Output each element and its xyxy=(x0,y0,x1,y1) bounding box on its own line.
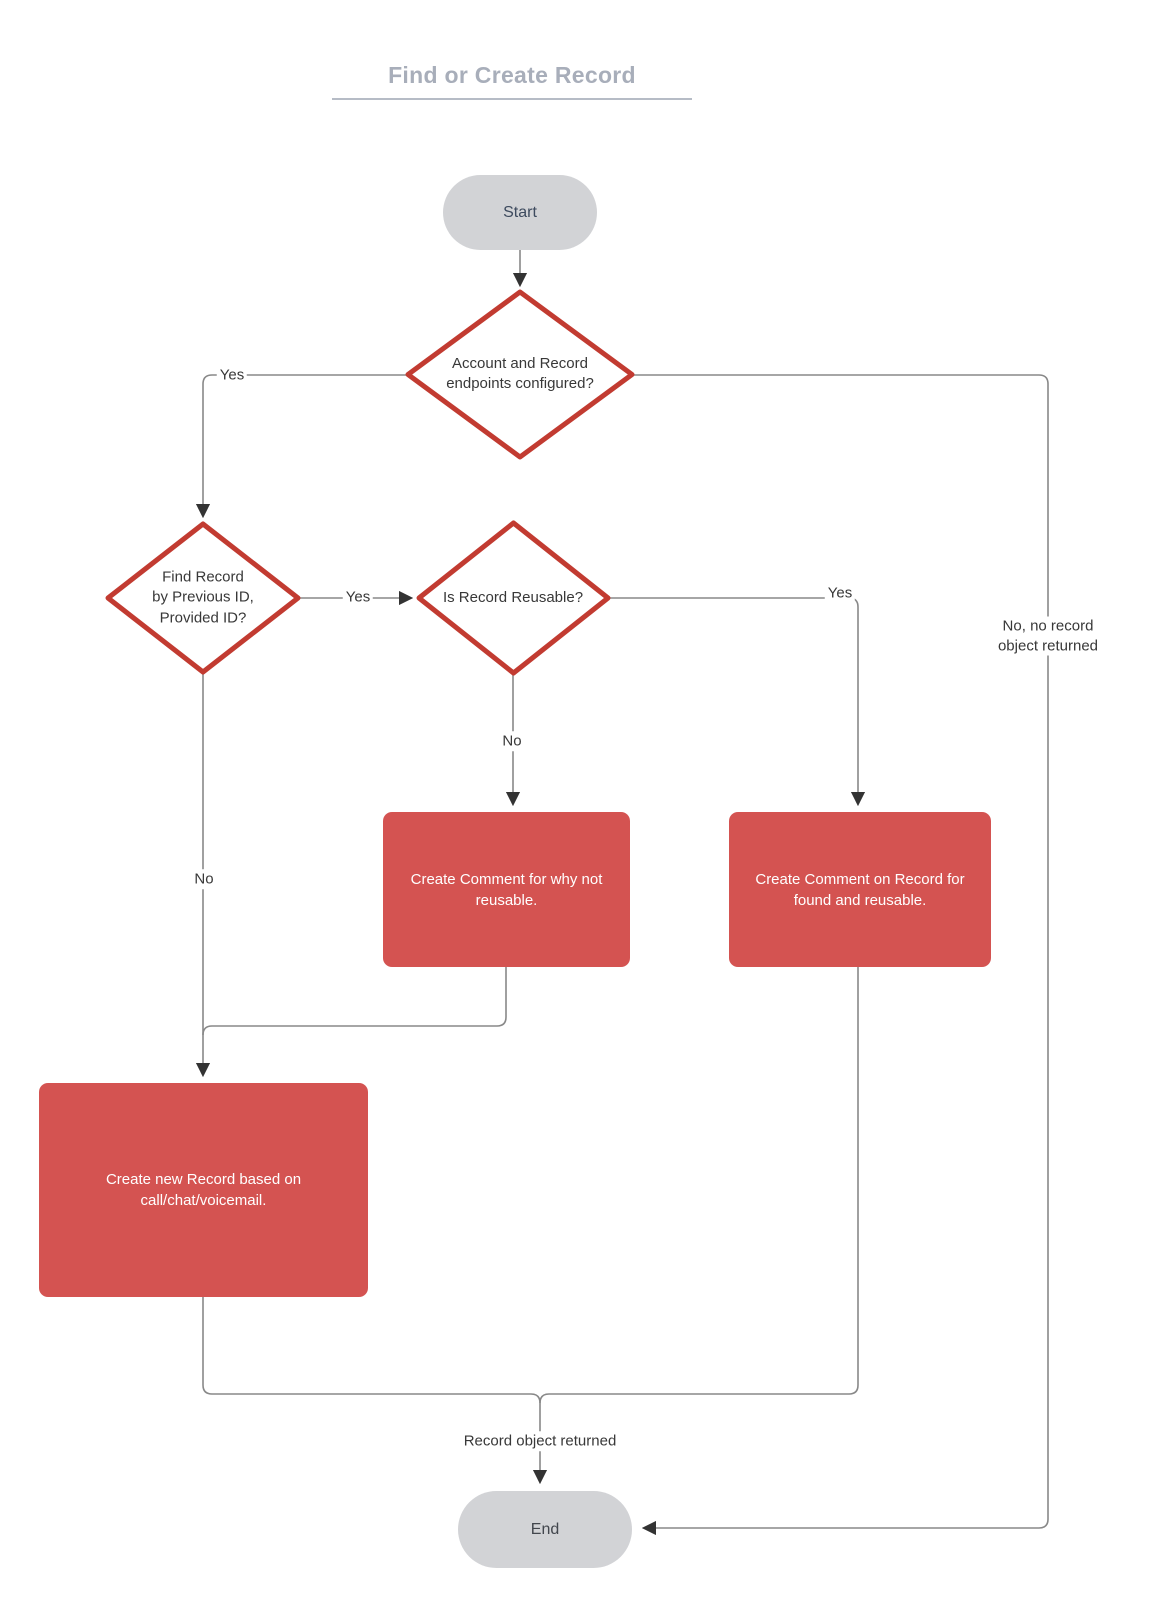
endpoints-decision-shape xyxy=(405,289,635,460)
edge-label-endpoints-yes: Yes xyxy=(216,365,248,385)
edge-comment-found-reusable-to-end xyxy=(539,967,859,1404)
reusable-decision-label: Is Record Reusable? xyxy=(442,588,584,606)
find-record-decision-label: Find Record by Previous ID, Provided ID? xyxy=(152,568,254,627)
start-node: Start xyxy=(443,175,597,250)
diagram-title: Find or Create Record xyxy=(332,62,692,100)
edge-endpoints-no-to-end xyxy=(631,374,1049,1536)
edge-create-record-to-end xyxy=(202,1297,548,1485)
find-record-decision-shape xyxy=(105,521,301,675)
edge-label-reusable-yes: Yes xyxy=(824,583,856,603)
endpoints-decision-label: Account and Record endpoints configured? xyxy=(446,354,594,392)
reusable-decision-shape xyxy=(416,520,611,676)
edge-label-find-record-no: No xyxy=(191,869,217,889)
end-node: End xyxy=(458,1491,632,1568)
comment-found-reusable-node: Create Comment on Record for found and r… xyxy=(729,812,991,967)
edge-endpoints-yes-to-find-record xyxy=(195,374,409,519)
edge-label-find-record-yes: Yes xyxy=(342,587,374,607)
edge-label-record-returned: Record object returned xyxy=(460,1431,620,1451)
create-new-record-node: Create new Record based on call/chat/voi… xyxy=(39,1083,368,1297)
edge-label-reusable-no: No xyxy=(499,731,525,751)
edge-label-endpoints-no: No, no record object returned xyxy=(994,616,1102,656)
edge-reusable-yes-to-comment-found-reusable xyxy=(608,597,866,807)
comment-not-reusable-node: Create Comment for why not reusable. xyxy=(383,812,630,967)
edge-comment-not-reusable-to-create-record xyxy=(202,967,507,1036)
